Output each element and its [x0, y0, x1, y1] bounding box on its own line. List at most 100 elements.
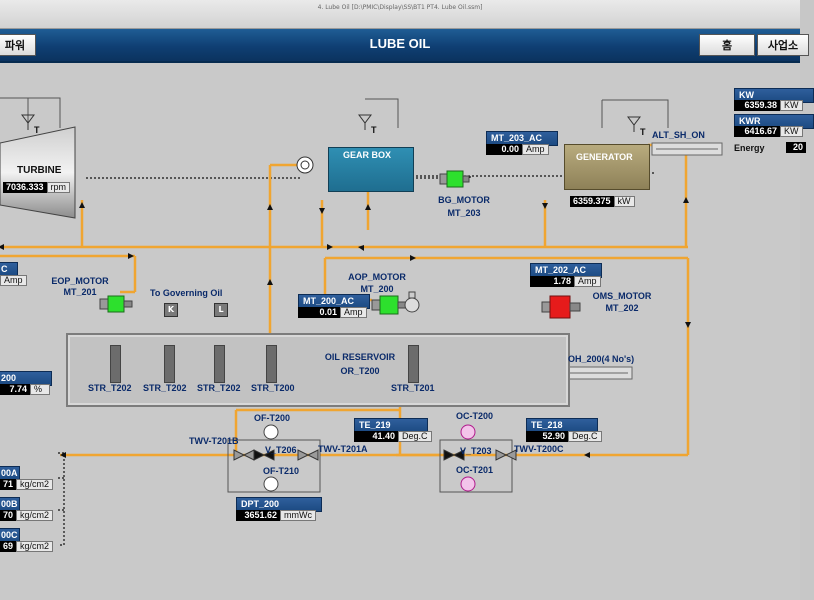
aop-motor[interactable] [371, 291, 422, 322]
strainer-icon[interactable] [110, 345, 121, 383]
left-amp-unit: Amp [0, 275, 27, 286]
left-amp-readout: Amp [0, 275, 27, 286]
dpt200-value: 3651.62 [236, 510, 280, 521]
energy-label: Energy [734, 143, 765, 153]
generator-power-readout: 6359.375 kW [570, 196, 635, 207]
mt202-readout: 1.78 Amp [530, 276, 601, 287]
generator-label: GENERATOR [576, 152, 633, 162]
generator[interactable] [564, 144, 650, 190]
flow-arrows [0, 197, 691, 458]
gear-box-label: GEAR BOX [343, 150, 392, 160]
left-level-readout: 7.74 % [0, 384, 50, 395]
strainer-label: STR_T202 [197, 383, 241, 393]
eop-motor[interactable] [99, 294, 134, 318]
strainer-icon[interactable] [408, 345, 419, 383]
alt-sh-on-label: ALT_SH_ON [652, 130, 705, 140]
pump-icon [296, 156, 314, 174]
window-title: 4. Lube Oil [D:\PMIC\Display\SS\BT1 PT4.… [317, 4, 483, 11]
pressure-c-value: 69 [0, 541, 16, 552]
eop-motor-id: MT_201 [63, 287, 97, 297]
valve-label: TWV-T200C [514, 444, 564, 454]
mt202-value: 1.78 [530, 276, 574, 287]
pressure-c-unit: kg/cm2 [16, 541, 54, 552]
power-button[interactable]: 파워 [0, 34, 36, 56]
oms-motor-id: MT_202 [605, 303, 639, 313]
te218-readout: 52.90 Deg.C [526, 431, 602, 442]
te218-unit: Deg.C [568, 431, 602, 442]
home-button[interactable]: 홈 [699, 34, 755, 56]
oil-filter-icon [263, 476, 279, 492]
oil-cooler-label: OC-T200 [456, 411, 494, 421]
kwr-unit: KW [780, 126, 803, 137]
pressure-b-value: 70 [0, 510, 16, 521]
kwr-value: 6416.67 [734, 126, 780, 137]
oms-motor[interactable] [541, 293, 582, 325]
te219-value: 41.40 [354, 431, 398, 442]
dpt200-readout: 3651.62 mmWc [236, 510, 316, 521]
pressure-b-readout: 70 kg/cm2 [0, 510, 54, 521]
mt200-readout: 0.01 Amp [298, 307, 367, 318]
gear-box[interactable] [328, 147, 414, 192]
dpt200-unit: mmWc [280, 510, 316, 521]
turbine-speed-value: 7036.333 [3, 182, 47, 193]
oil-cooler-icon [460, 476, 476, 492]
to-governing-oil-label: To Governing Oil [150, 288, 223, 298]
oil-reservoir-label: OIL RESERVOIR [324, 352, 396, 362]
aop-motor-id: MT_200 [360, 284, 394, 294]
energy-value: 20 [786, 142, 806, 153]
mt203-value: 0.00 [486, 144, 522, 155]
oil-reservoir-id: OR_T200 [340, 366, 380, 376]
mt200-unit: Amp [340, 307, 367, 318]
generator-power-unit: kW [613, 196, 635, 207]
temp-marker: T [640, 127, 646, 137]
turbine-shape [0, 126, 76, 219]
turbine-speed-readout: 7036.333 rpm [3, 182, 71, 193]
valve-label: TWV-T201B [189, 436, 239, 446]
strainer-icon[interactable] [266, 345, 277, 383]
mt203-readout: 0.00 Amp [486, 144, 549, 155]
strainer-label: STR_T201 [391, 383, 435, 393]
left-level-unit: % [30, 384, 50, 395]
generator-power-value: 6359.375 [570, 196, 614, 207]
oil-reservoir-tank[interactable] [66, 333, 570, 407]
kw-unit: KW [780, 100, 803, 111]
te219-readout: 41.40 Deg.C [354, 431, 432, 442]
strainer-label: STR_T200 [251, 383, 295, 393]
bg-motor-id: MT_203 [447, 208, 481, 218]
l-indicator[interactable]: L [214, 303, 228, 317]
pressure-a-value: 71 [0, 479, 16, 490]
valve-icons [233, 449, 517, 461]
oil-heater-label: OH_200(4 No's) [568, 354, 635, 364]
pressure-b-unit: kg/cm2 [16, 510, 54, 521]
mt202-unit: Amp [574, 276, 601, 287]
valve-label: V_T203 [460, 446, 492, 456]
oil-filter-label: OF-T200 [254, 413, 291, 423]
oil-filter-label: OF-T210 [263, 466, 300, 476]
site-button[interactable]: 사업소 [757, 34, 809, 56]
pressure-a-readout: 71 kg/cm2 [0, 479, 54, 490]
oil-cooler-icon [460, 424, 476, 440]
temperature-sensor-icons [21, 114, 641, 132]
mt200-value: 0.01 [298, 307, 340, 318]
oil-filter-icon [263, 424, 279, 440]
pressure-a-unit: kg/cm2 [16, 479, 54, 490]
strainer-label: STR_T202 [143, 383, 187, 393]
header-bar: 파워 LUBE OIL 홈 사업소 [0, 29, 809, 63]
kw-readout: 6359.38 KW [734, 100, 803, 111]
strainer-icon[interactable] [164, 345, 175, 383]
temp-marker: T [371, 125, 377, 135]
te218-value: 52.90 [526, 431, 568, 442]
left-level-value: 7.74 [0, 384, 30, 395]
mt203-unit: Amp [522, 144, 549, 155]
energy-readout: 20 [786, 142, 806, 153]
te219-unit: Deg.C [398, 431, 432, 442]
bg-motor[interactable] [439, 170, 470, 192]
valve-label: V_T206 [265, 445, 297, 455]
k-indicator[interactable]: K [164, 303, 178, 317]
page-title: LUBE OIL [369, 36, 431, 51]
oms-motor-label: OMS_MOTOR [592, 291, 652, 301]
aop-motor-label: AOP_MOTOR [348, 272, 406, 282]
strainer-icon[interactable] [214, 345, 225, 383]
oil-cooler-label: OC-T201 [456, 465, 494, 475]
